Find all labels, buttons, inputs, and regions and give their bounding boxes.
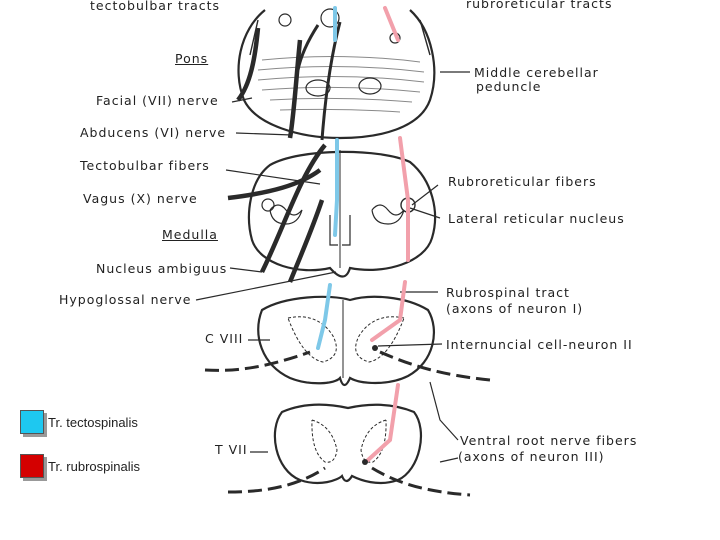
pons-section: [237, 9, 436, 140]
legend-swatch-rubrospinalis: [20, 454, 44, 478]
abducens-nerve-fiber: [287, 39, 303, 139]
legend-label-tectospinalis: Tr. tectospinalis: [48, 414, 138, 430]
label-lateral-reticular-nucleus: Lateral reticular nucleus: [448, 211, 625, 226]
label-nucleus-ambiguus: Nucleus ambiguus: [96, 261, 228, 276]
label-tectobulbar-fibers: Tectobulbar fibers: [80, 158, 210, 173]
label-t-vii: T VII: [215, 442, 248, 457]
nucleus-ambiguus-fiber: [259, 143, 327, 273]
label-rubroreticular-tracts: rubroreticular tracts: [466, 0, 613, 11]
label-abducens-nerve: Abducens (VI) nerve: [80, 125, 227, 140]
vagus-nerve-fiber: [227, 168, 322, 201]
legend-swatch-tectospinalis: [20, 410, 44, 434]
label-medulla: Medulla: [162, 227, 218, 242]
label-tectobulbar-tracts: tectobulbar tracts: [90, 0, 221, 13]
medulla-section: [247, 150, 437, 278]
legend-item-rubrospinalis: Tr. rubrospinalis: [20, 454, 140, 478]
label-internuncial-neuron: Internuncial cell-neuron II: [446, 337, 633, 352]
rubrospinal-pathway: [366, 6, 410, 462]
cervical-section: [257, 295, 435, 387]
label-hypoglossal-nerve: Hypoglossal nerve: [59, 292, 192, 307]
facial-nerve-fiber: [236, 27, 261, 102]
label-vagus-nerve: Vagus (X) nerve: [83, 191, 198, 206]
label-rubroreticular-fibers: Rubroreticular fibers: [448, 174, 597, 189]
label-ventral-root-1: Ventral root nerve fibers: [460, 433, 638, 448]
label-facial-nerve: Facial (VII) nerve: [96, 93, 219, 108]
label-c-viii: C VIII: [205, 331, 244, 346]
label-middle-cerebellar-peduncle-1: Middle cerebellar: [474, 65, 599, 80]
label-ventral-root-2: (axons of neuron III): [458, 449, 605, 464]
hypoglossal-nerve-fiber: [287, 199, 325, 283]
label-middle-cerebellar-peduncle-2: peduncle: [476, 79, 542, 94]
legend-label-rubrospinalis: Tr. rubrospinalis: [48, 458, 140, 474]
thoracic-section: [273, 403, 422, 484]
tectospinal-pathway: [316, 6, 339, 350]
label-pons: Pons: [175, 51, 209, 66]
label-rubrospinal-tract-1: Rubrospinal tract: [446, 285, 570, 300]
legend-item-tectospinalis: Tr. tectospinalis: [20, 410, 138, 434]
neuron-bodies: [362, 345, 378, 465]
label-rubrospinal-tract-2: (axons of neuron I): [446, 301, 584, 316]
